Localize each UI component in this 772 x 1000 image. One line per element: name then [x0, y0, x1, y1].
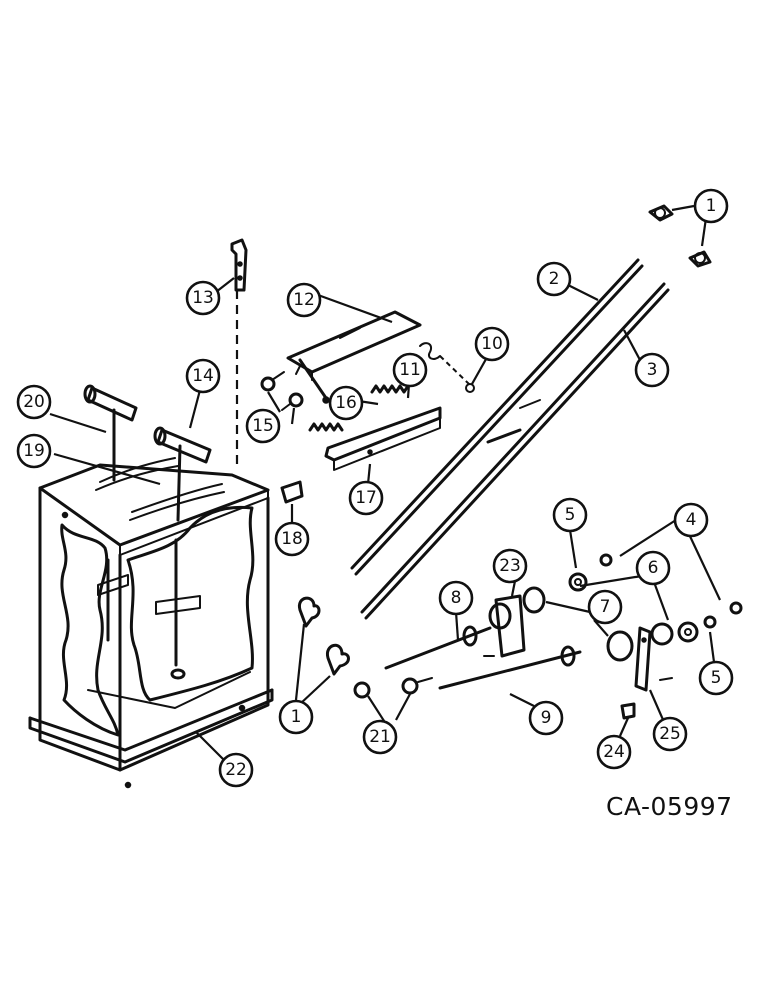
spring-assembly [308, 384, 442, 471]
callout-label: 5 [711, 668, 722, 688]
callout-label: 22 [225, 760, 247, 780]
callout-16: 16 [328, 385, 364, 421]
callout-label: 25 [659, 724, 681, 744]
callout-label: 1 [291, 707, 302, 727]
callout-label: 17 [355, 488, 377, 508]
callout-leader-lines [49, 204, 721, 761]
callout-5-lower: 5 [698, 660, 734, 696]
callout-7: 7 [587, 589, 623, 625]
control-rods [350, 258, 670, 620]
callout-label: 15 [252, 416, 274, 436]
callout-label: 23 [499, 556, 521, 576]
callout-24: 24 [596, 734, 632, 770]
callout-label: 5 [565, 505, 576, 525]
callout-label: 16 [335, 393, 357, 413]
hinge-plate [286, 310, 422, 404]
callout-17: 17 [348, 480, 384, 516]
callout-14: 14 [185, 358, 221, 394]
callout-18: 18 [274, 521, 310, 557]
callout-19: 19 [16, 433, 52, 469]
callout-25: 25 [652, 716, 688, 752]
callout-label: 13 [192, 288, 214, 308]
callout-label: 21 [369, 727, 391, 747]
callout-6: 6 [635, 550, 671, 586]
callout-label: 9 [541, 708, 552, 728]
shaft-assembly [353, 625, 582, 699]
handle-left [83, 384, 138, 642]
callout-5-upper: 5 [552, 497, 588, 533]
latch-parts [260, 371, 304, 504]
drawing-code: CA-05997 [606, 792, 733, 821]
bracket [230, 238, 248, 292]
callout-10: 10 [474, 326, 510, 362]
callout-label: 14 [192, 366, 214, 386]
callout-8: 8 [438, 580, 474, 616]
callout-label: 19 [23, 441, 45, 461]
callout-23: 23 [492, 548, 528, 584]
callout-13: 13 [185, 280, 221, 316]
callout-1-bottom: 1 [278, 699, 314, 735]
callout-label: 24 [603, 742, 625, 762]
callout-11: 11 [392, 352, 428, 388]
callout-15: 15 [245, 408, 281, 444]
wing-nut-pair-bottom [297, 596, 350, 676]
callout-2: 2 [536, 261, 572, 297]
callout-3: 3 [634, 352, 670, 388]
callout-label: 3 [647, 360, 658, 380]
callout-20: 20 [16, 384, 52, 420]
callout-22: 22 [218, 752, 254, 788]
callout-4: 4 [673, 502, 709, 538]
callout-label: 1 [706, 196, 717, 216]
callout-label: 10 [481, 334, 503, 354]
callout-label: 7 [600, 597, 611, 617]
small-spring-clip [419, 342, 475, 393]
callout-label: 2 [549, 269, 560, 289]
callout-label: 18 [281, 529, 303, 549]
callout-21: 21 [362, 719, 398, 755]
tensioner-assembly [483, 553, 743, 720]
callout-label: 8 [451, 588, 462, 608]
callout-label: 4 [686, 510, 697, 530]
cabinet-frame [28, 463, 274, 789]
callout-label: 6 [648, 558, 659, 578]
callout-9: 9 [528, 700, 564, 736]
callout-label: 11 [399, 360, 421, 380]
handle-right [153, 426, 212, 680]
callout-label: 12 [293, 290, 315, 310]
callout-1-top: 1 [693, 188, 729, 224]
callout-12: 12 [286, 282, 322, 318]
wing-nut-pair-top [648, 204, 712, 268]
callout-label: 20 [23, 392, 45, 412]
